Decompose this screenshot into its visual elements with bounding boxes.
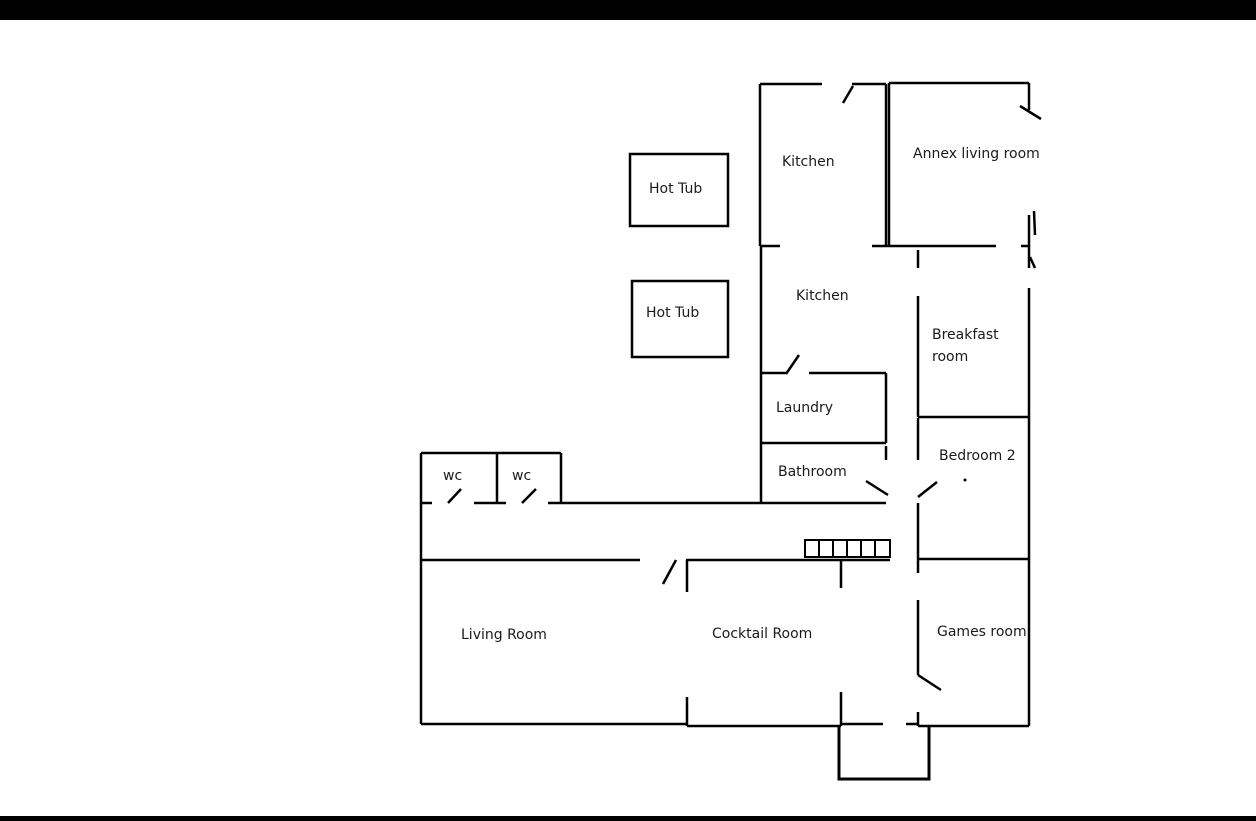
- bottom-black-bar: [0, 816, 1256, 821]
- hot-tub-1-label: Hot Tub: [649, 181, 702, 197]
- hot-tub-2: [630, 279, 730, 359]
- breakfast-room-label-line2: room: [932, 349, 968, 365]
- bathroom-door: [865, 479, 889, 497]
- wc-2-label: wc: [512, 468, 531, 484]
- laundry-door: [784, 354, 801, 375]
- staircase: [804, 539, 891, 558]
- east-wing-walls: [916, 250, 1031, 728]
- top-black-bar: [0, 0, 1256, 20]
- porch: [837, 726, 931, 781]
- bedroom-2-dot: [963, 478, 967, 482]
- kitchen-lower-walls: [759, 246, 888, 503]
- wc-1-label: wc: [443, 468, 462, 484]
- cocktail-room-door: [661, 559, 678, 585]
- hot-tub-1: [628, 152, 730, 228]
- wc-walls: [419, 451, 886, 724]
- annex-door-lower: [1032, 210, 1037, 236]
- bedroom-2-label: Bedroom 2: [939, 448, 1016, 464]
- annex-door-lower-2: [1028, 256, 1037, 269]
- hot-tub-2-label: Hot Tub: [646, 305, 699, 321]
- kitchen-top-label: Kitchen: [782, 154, 835, 170]
- annex-living-room-label: Annex living room: [913, 146, 1040, 162]
- cocktail-room-label: Cocktail Room: [712, 626, 812, 642]
- kitchen-top-walls: [758, 82, 889, 248]
- kitchen-top-door: [841, 85, 855, 104]
- annex-walls: [887, 81, 1031, 268]
- bedroom-2-door: [917, 481, 938, 498]
- annex-door-right: [1019, 104, 1042, 121]
- living-room-label: Living Room: [461, 627, 547, 643]
- games-room-door: [917, 673, 942, 692]
- bathroom-label: Bathroom: [778, 464, 847, 480]
- main-walls: [421, 558, 920, 728]
- wc-1-door: [447, 488, 462, 504]
- games-room-label: Games room: [937, 624, 1027, 640]
- laundry-label: Laundry: [776, 400, 833, 416]
- breakfast-room-label-line1: Breakfast: [932, 327, 999, 343]
- wc-2-door: [521, 488, 537, 504]
- kitchen-lower-label: Kitchen: [796, 288, 849, 304]
